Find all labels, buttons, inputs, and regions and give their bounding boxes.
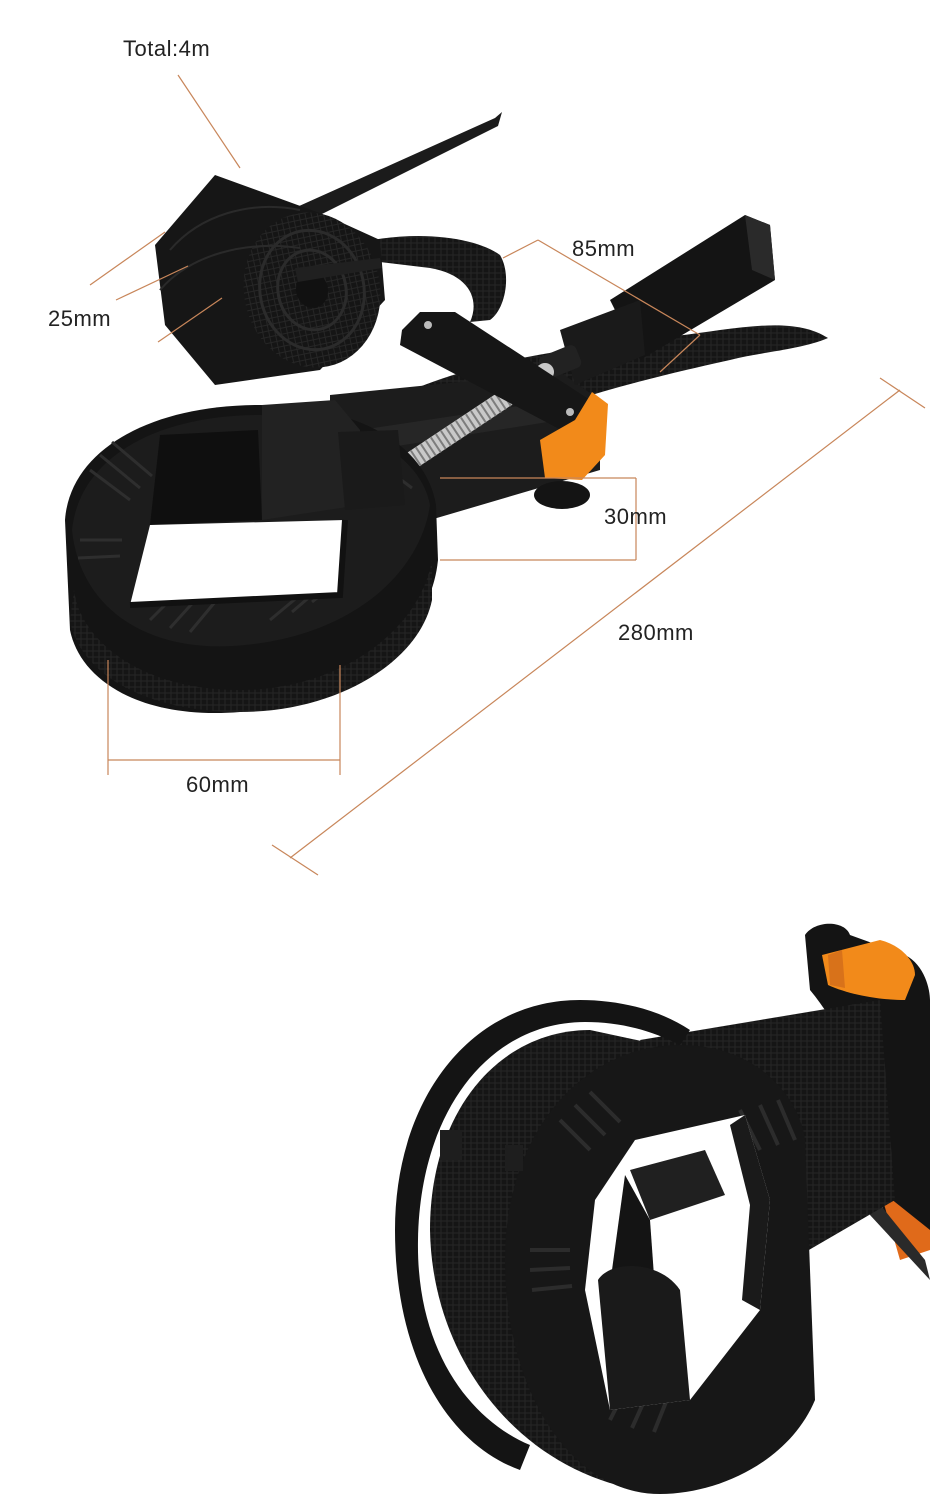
total-length-label: Total:4m bbox=[123, 36, 211, 61]
handle-length-label: 85mm bbox=[572, 236, 636, 261]
band-clamp-corner-closeup-icon bbox=[395, 923, 930, 1494]
orange-knob bbox=[822, 940, 915, 1000]
cable-tie bbox=[268, 112, 502, 236]
dimension-lines bbox=[89, 74, 926, 876]
jaw-height-label: 30mm bbox=[604, 504, 668, 529]
corner-width-label: 60mm bbox=[186, 772, 250, 797]
corner-block bbox=[630, 1150, 725, 1220]
t-bar-plate bbox=[400, 312, 590, 432]
strap-roll bbox=[155, 175, 385, 385]
strap-width-label: 25mm bbox=[48, 306, 112, 331]
overall-length-label: 280mm bbox=[618, 620, 694, 645]
orange-lever bbox=[540, 392, 608, 480]
clamp-jaw-plate bbox=[65, 400, 438, 714]
band-clamp-with-strap-roll-icon bbox=[65, 112, 828, 714]
clamp-handle bbox=[538, 215, 775, 385]
loose-strap bbox=[372, 235, 507, 322]
